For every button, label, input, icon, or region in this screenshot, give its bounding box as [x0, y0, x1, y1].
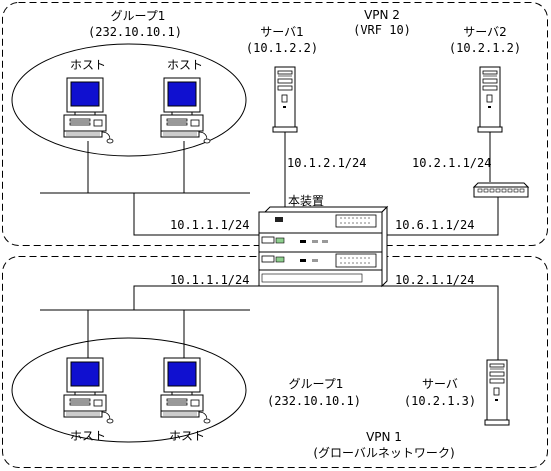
vpn2-host-2-icon	[160, 77, 211, 144]
vpn1-host-1-label: ホスト	[70, 429, 106, 443]
vpn1-subtitle: (グローバルネットワーク)	[313, 446, 454, 460]
vpn1-group-address: (232.10.10.1)	[267, 394, 361, 408]
vpn1-host-2	[160, 357, 211, 424]
vpn1-title: VPN 1	[366, 430, 402, 444]
vpn2-host-2	[160, 77, 211, 144]
router-device	[258, 205, 389, 288]
server2-address: (10.2.1.2)	[449, 41, 521, 55]
server2-link-address: 10.2.1.1/24	[412, 156, 491, 170]
vpn1-server-address: (10.2.1.3)	[404, 394, 476, 408]
vpn2-group-address: (232.10.10.1)	[88, 25, 182, 39]
switch-icon	[472, 182, 530, 198]
vpn1-server-name: サーバ	[422, 377, 458, 391]
vpn2-vrf: (VRF 10)	[353, 23, 411, 37]
vpn1-host-2-icon	[160, 357, 211, 424]
vpn1-server-icon	[484, 359, 510, 426]
vpn2-host-1-label: ホスト	[70, 58, 106, 72]
vpn1-links	[40, 285, 499, 360]
vpn2-group-name: グループ1	[111, 9, 166, 23]
vpn2-group-ellipse	[11, 43, 247, 157]
vpn1-left-link-address: 10.1.1.1/24	[170, 273, 249, 287]
vpn1-group-name: グループ1	[289, 377, 344, 391]
server2-name: サーバ2	[463, 25, 507, 39]
server1-icon	[272, 66, 298, 133]
server1-link-address: 10.1.2.1/24	[287, 156, 366, 170]
vpn1-group-ellipse	[11, 337, 247, 443]
vpn2-host-2-label: ホスト	[167, 58, 203, 72]
server1-name: サーバ1	[260, 25, 304, 39]
vpn2-host-1-icon	[63, 77, 114, 144]
server1-address: (10.1.2.2)	[246, 41, 318, 55]
vpn2-links	[40, 132, 499, 236]
vpn1-host-1	[63, 357, 114, 424]
vpn2-right-link-address: 10.6.1.1/24	[395, 218, 474, 232]
vpn2-boundary	[2, 2, 548, 246]
vpn1-right-link-address: 10.2.1.1/24	[395, 273, 474, 287]
vpn2-title: VPN 2	[364, 8, 400, 22]
vpn2-host-1	[63, 77, 114, 144]
device-label: 本装置	[288, 194, 324, 208]
vpn1-host-2-label: ホスト	[169, 429, 205, 443]
vpn1-host-1-icon	[63, 357, 114, 424]
server2-icon	[477, 66, 503, 133]
vpn2-left-link-address: 10.1.1.1/24	[170, 218, 249, 232]
